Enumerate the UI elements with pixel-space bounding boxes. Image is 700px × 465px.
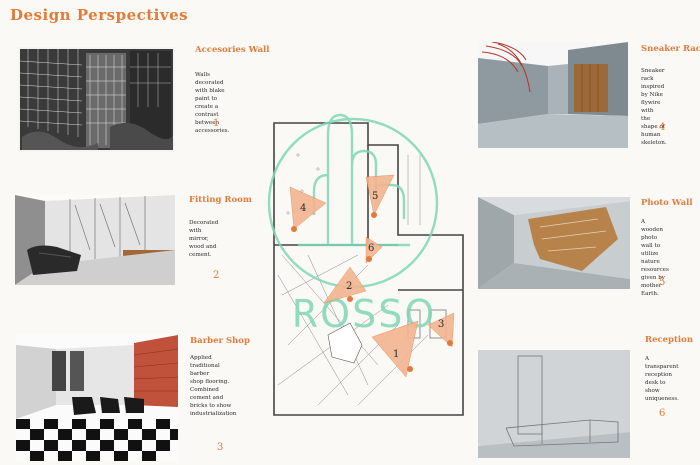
marker-label-3: 3 xyxy=(438,319,444,330)
marker-dot-1 xyxy=(407,366,413,372)
desc-line: cement and bricks to show xyxy=(190,395,232,409)
sketch-barber-shop xyxy=(16,335,178,461)
desc-line: A transparent xyxy=(645,356,679,370)
marker-dot-5 xyxy=(371,212,377,218)
section-number: 3 xyxy=(217,442,224,453)
section-description: A wooden photo wall to utilize nature re… xyxy=(641,218,669,298)
desc-line: shop flooring. Combined xyxy=(190,379,230,393)
desc-line: Earth. xyxy=(641,291,659,297)
section-number: 2 xyxy=(213,270,220,281)
desc-line: between accessories. xyxy=(195,120,230,134)
section-description: Sneaker rack inspired by Nike flywire wi… xyxy=(641,67,667,147)
section-description: Walls decorated with blake paint to crea… xyxy=(195,71,229,135)
section-title: Reception xyxy=(645,335,694,345)
desc-line: show uniqueness. xyxy=(645,388,679,402)
section-title: Barber Shop xyxy=(190,336,250,346)
marker-cone-1 xyxy=(371,320,419,378)
marker-cone-4 xyxy=(289,186,327,230)
marker-label-1: 1 xyxy=(393,349,399,360)
sketch-accessories-wall xyxy=(18,47,175,152)
marker-dot-3 xyxy=(447,340,453,346)
section-title: Fitting Room xyxy=(189,195,252,205)
desc-line: by Nike flywire with xyxy=(641,92,663,114)
marker-cone-5 xyxy=(365,174,395,216)
desc-line: A wooden photo xyxy=(641,219,664,241)
marker-dot-2 xyxy=(347,296,353,302)
floor-plan: ROSSO 1 2 3 4 5 6 xyxy=(267,113,464,416)
desc-line: wall to utilize xyxy=(641,243,661,257)
sketch-fitting-room xyxy=(15,195,175,285)
section-title: Sneaker Rack xyxy=(641,44,700,54)
page-title: Design Perspectives xyxy=(10,6,189,24)
desc-line: nature resources xyxy=(641,259,669,273)
sketch-reception xyxy=(478,350,630,458)
section-number: 4 xyxy=(659,122,666,133)
desc-line: Sneaker rack inspired xyxy=(641,68,665,90)
sketch-photo-wall xyxy=(478,197,630,289)
section-description: Decorated with mirror, wood and cement. xyxy=(189,219,218,259)
desc-line: wood and cement. xyxy=(189,244,217,258)
desc-line: given by mother xyxy=(641,275,665,289)
marker-label-5: 5 xyxy=(372,191,378,202)
desc-line: Walls decorated with blake xyxy=(195,72,225,94)
marker-dot-6 xyxy=(366,256,372,262)
section-title: Photo Wall xyxy=(641,198,693,208)
desc-line: Decorated with mirror, xyxy=(189,220,219,242)
sketch-sneaker-rack xyxy=(478,42,628,148)
section-description: Applied traditional barber shop flooring… xyxy=(190,354,236,418)
section-description: A transparent reception desk to show uni… xyxy=(645,355,679,403)
desc-line: reception desk to xyxy=(645,372,673,386)
marker-label-2: 2 xyxy=(346,281,352,292)
marker-cone-2 xyxy=(323,266,367,304)
desc-line: industrialization xyxy=(190,411,237,417)
section-title: Accesories Wall xyxy=(195,45,270,55)
section-number: 5 xyxy=(659,277,666,288)
desc-line: Applied traditional barber xyxy=(190,355,220,377)
marker-dot-4 xyxy=(291,226,297,232)
marker-label-4: 4 xyxy=(300,203,306,214)
desc-line: paint to create a contrast xyxy=(195,96,219,118)
desc-line: skeleton. xyxy=(641,140,667,146)
section-number: 6 xyxy=(659,408,666,419)
marker-label-6: 6 xyxy=(368,243,374,254)
section-number: 1 xyxy=(213,118,220,129)
marker-cone-3 xyxy=(427,312,455,348)
desc-line: the shape of human xyxy=(641,116,665,138)
